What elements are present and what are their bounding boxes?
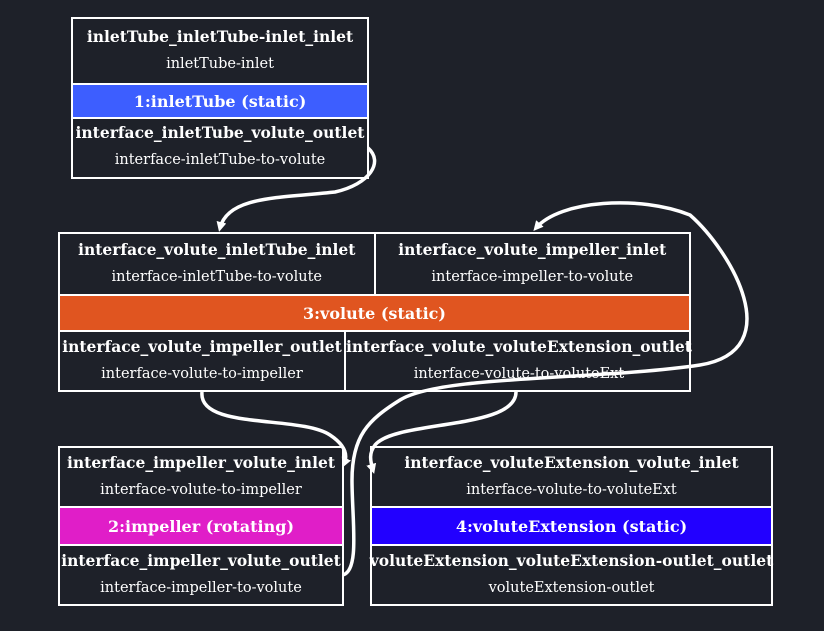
port-impeller-outlet[interactable]: interface_impeller_volute_outlet interfa… [60,546,342,604]
port-name: interface_impeller_volute_inlet [67,453,335,472]
port-name: interface_volute_voluteExtension_outlet [346,337,692,356]
port-name: voluteExtension_voluteExtension-outlet_o… [369,551,774,570]
node-title-inletTube: 1:inletTube (static) [73,83,367,119]
port-description: interface-inletTube-to-volute [111,269,322,285]
port-description: inletTube-inlet [166,56,274,72]
port-volute-voluteExtension-outlet[interactable]: interface_volute_voluteExtension_outlet … [344,332,692,390]
port-name: interface_voluteExtension_volute_inlet [404,453,739,472]
port-description: voluteExtension-outlet [488,580,655,596]
port-description: interface-volute-to-impeller [101,366,303,382]
port-name: interface_volute_impeller_outlet [62,337,342,356]
node-title-impeller: 2:impeller (rotating) [60,506,342,546]
port-volute-impeller-inlet[interactable]: interface_volute_impeller_inlet interfac… [373,234,690,294]
node-volute[interactable]: interface_volute_inletTube_inlet interfa… [58,232,692,392]
port-description: interface-volute-to-voluteExt [413,366,625,382]
node-title-voluteExtension: 4:voluteExtension (static) [372,506,771,546]
port-description: interface-impeller-to-volute [100,580,302,596]
port-description: interface-volute-to-impeller [100,482,302,498]
node-voluteExtension[interactable]: interface_voluteExtension_volute_inlet i… [370,446,773,606]
port-name: interface_volute_inletTube_inlet [78,240,356,259]
port-inletTube-outlet[interactable]: interface_inletTube_volute_outlet interf… [73,119,367,175]
port-description: interface-inletTube-to-volute [114,152,326,168]
port-description: interface-impeller-to-volute [431,269,634,285]
port-name: interface_inletTube_volute_outlet [75,123,365,142]
port-name: interface_impeller_volute_outlet [61,551,341,570]
port-impeller-inlet[interactable]: interface_impeller_volute_inlet interfac… [60,448,342,506]
port-description: interface-volute-to-voluteExt [466,482,677,498]
port-name: inletTube_inletTube-inlet_inlet [86,27,354,46]
node-impeller[interactable]: interface_impeller_volute_inlet interfac… [58,446,344,606]
port-voluteExtension-inlet[interactable]: interface_voluteExtension_volute_inlet i… [372,448,771,506]
port-volute-impeller-outlet[interactable]: interface_volute_impeller_outlet interfa… [60,332,344,390]
node-title-volute: 3:volute (static) [60,294,689,332]
port-voluteExtension-outlet[interactable]: voluteExtension_voluteExtension-outlet_o… [369,546,774,604]
port-volute-inletTube-inlet[interactable]: interface_volute_inletTube_inlet interfa… [60,234,374,294]
node-inletTube[interactable]: inletTube_inletTube-inlet_inlet inletTub… [71,17,369,179]
port-inletTube-inlet[interactable]: inletTube_inletTube-inlet_inlet inletTub… [73,19,367,83]
port-name: interface_volute_impeller_inlet [398,240,667,259]
